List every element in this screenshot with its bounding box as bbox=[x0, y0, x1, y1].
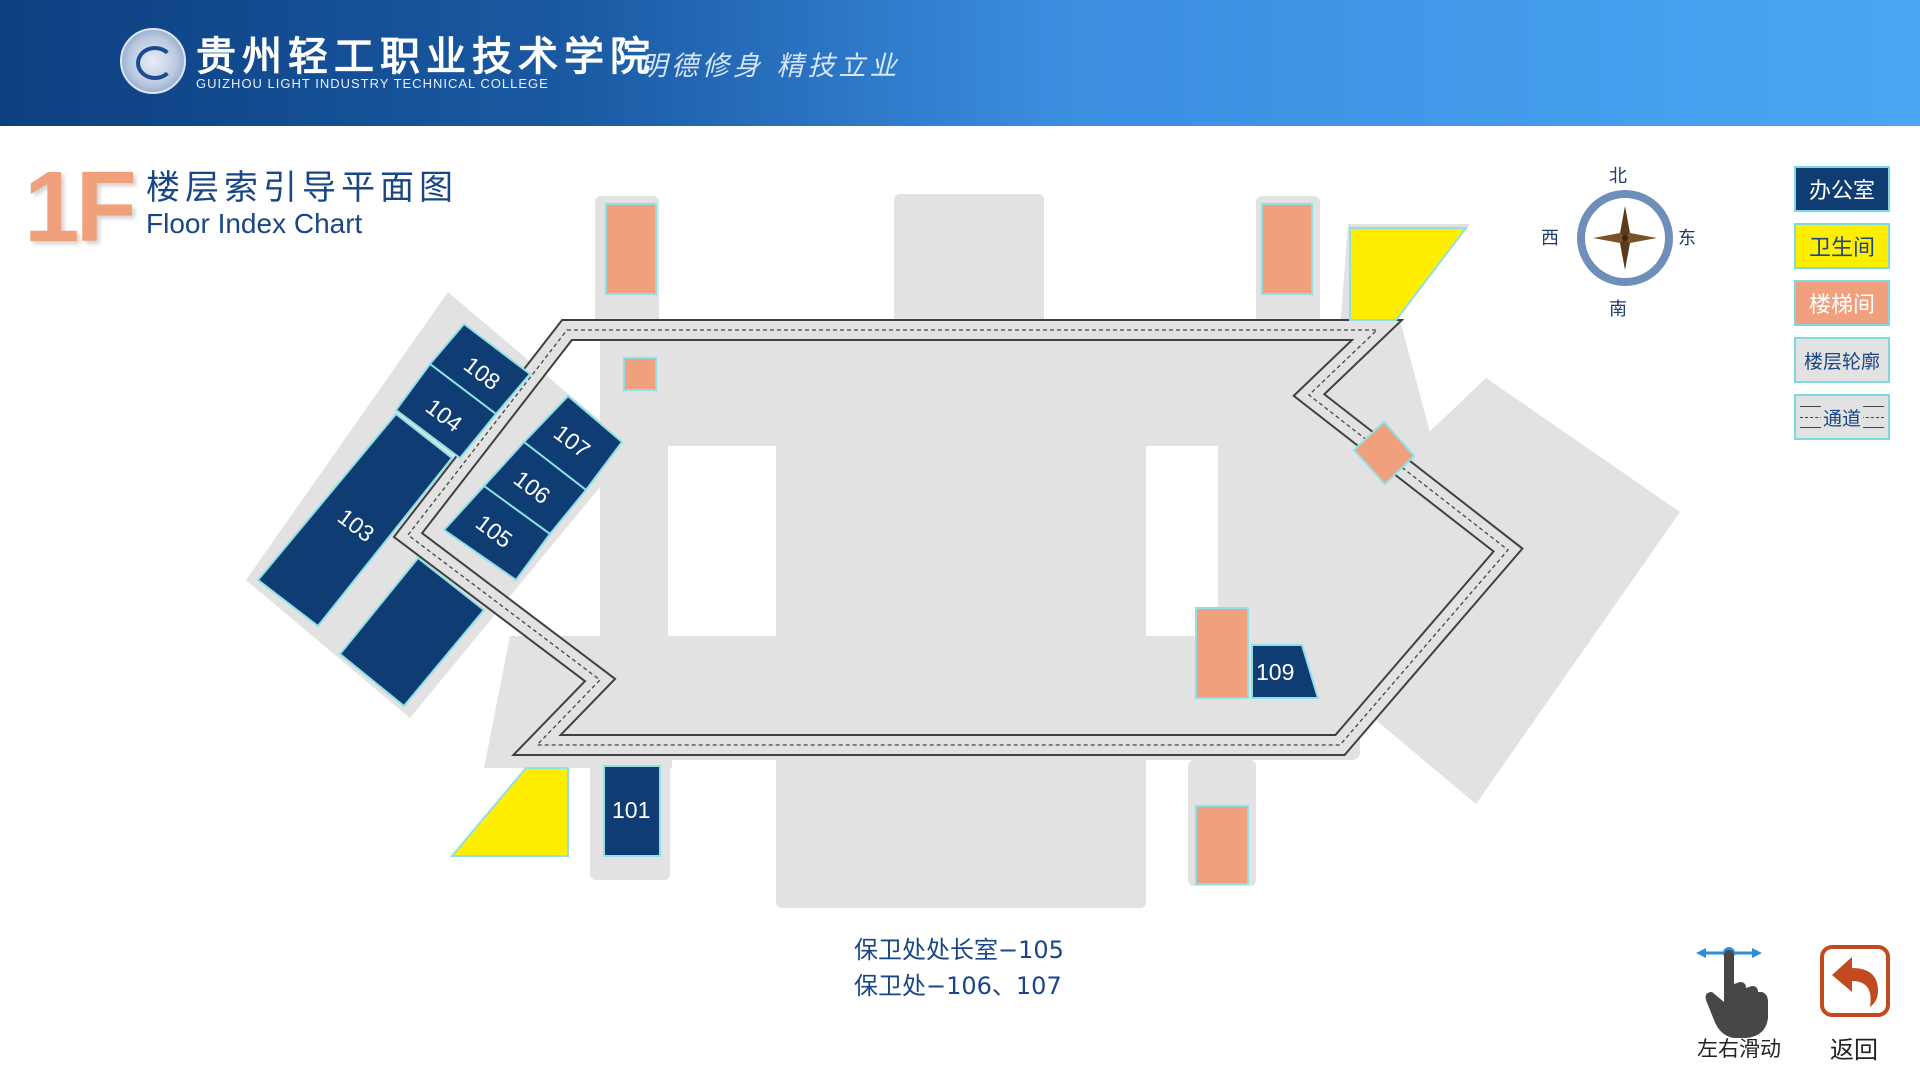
room-109[interactable] bbox=[1251, 644, 1320, 699]
map-legend: 办公室 卫生间 楼梯间 楼层轮廓 通道 bbox=[1794, 166, 1894, 451]
swipe-hint[interactable] bbox=[1694, 940, 1784, 1060]
office-info: 保卫处处长室−105 保卫处−106、107 bbox=[854, 932, 1064, 1004]
legend-stairwell-label: 楼梯间 bbox=[1808, 293, 1875, 318]
legend-restroom: 卫生间 bbox=[1794, 223, 1890, 269]
offices bbox=[256, 322, 1320, 857]
page-title-cn: 楼层索引导平面图 bbox=[146, 168, 458, 208]
room-104[interactable] bbox=[394, 362, 498, 460]
legend-outline-label: 楼层轮廓 bbox=[1803, 350, 1880, 373]
swipe-hand-icon bbox=[1696, 947, 1768, 1038]
room-105[interactable] bbox=[442, 484, 552, 582]
legend-corridor-label: 通道 bbox=[1820, 403, 1863, 431]
back-arrow-icon bbox=[1832, 957, 1878, 1007]
courtyards bbox=[668, 446, 1218, 636]
swipe-label: 左右滑动 bbox=[1697, 1037, 1781, 1061]
compass-rose-icon bbox=[1577, 190, 1673, 286]
compass-south: 南 bbox=[1609, 299, 1627, 320]
stairwells bbox=[605, 203, 1416, 885]
page-title-en: Floor Index Chart bbox=[146, 208, 363, 239]
floor-outline bbox=[246, 194, 1680, 908]
compass: 北 西 东 南 bbox=[1536, 160, 1716, 320]
college-name-en: GUIZHOU LIGHT INDUSTRY TECHNICAL COLLEGE bbox=[196, 76, 549, 91]
room-103[interactable] bbox=[256, 412, 454, 628]
college-logo-icon bbox=[120, 28, 186, 94]
legend-floor-outline: 楼层轮廓 bbox=[1794, 337, 1890, 383]
legend-restroom-label: 卫生间 bbox=[1808, 236, 1875, 261]
legend-office-label: 办公室 bbox=[1808, 179, 1875, 204]
college-motto: 明德修身 精技立业 bbox=[640, 51, 901, 82]
office-info-line-2: 保卫处−106、107 bbox=[854, 972, 1062, 1000]
back-label: 返回 bbox=[1830, 1036, 1878, 1064]
legend-corridor: 通道 bbox=[1794, 394, 1890, 440]
compass-north: 北 bbox=[1609, 166, 1627, 187]
restrooms bbox=[449, 227, 1469, 857]
header-banner: 贵州轻工职业技术学院 GUIZHOU LIGHT INDUSTRY TECHNI… bbox=[0, 0, 1920, 126]
floor-number: 1F bbox=[24, 151, 137, 263]
room-label-101: 101 bbox=[612, 797, 650, 823]
compass-west: 西 bbox=[1541, 228, 1559, 249]
legend-stairwell: 楼梯间 bbox=[1794, 280, 1890, 326]
room-label-109: 109 bbox=[1256, 659, 1294, 685]
compass-east: 东 bbox=[1678, 228, 1696, 249]
college-name-cn: 贵州轻工职业技术学院 bbox=[196, 33, 656, 80]
legend-office: 办公室 bbox=[1794, 166, 1890, 212]
corridor bbox=[392, 319, 1524, 756]
back-button[interactable] bbox=[1820, 945, 1890, 1017]
office-info-line-1: 保卫处处长室−105 bbox=[854, 936, 1064, 964]
room-101[interactable] bbox=[603, 765, 661, 857]
room-office-unlabeled[interactable] bbox=[338, 556, 486, 708]
